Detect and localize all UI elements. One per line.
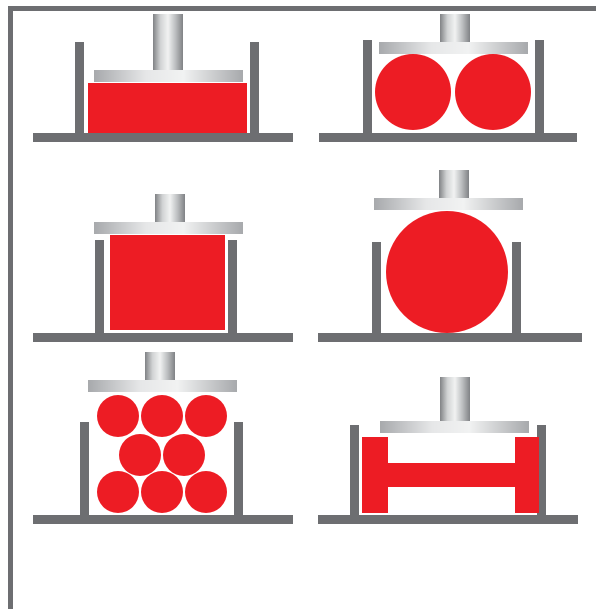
base-plate [318,333,582,342]
left-wall [75,42,84,135]
base-plate [33,333,293,342]
base-plate [33,133,293,142]
right-wall [537,425,546,517]
panel-cube-billet [33,194,293,342]
right-wall [250,42,259,135]
base-plate [33,515,293,524]
material-billet [88,83,247,133]
press-plate [374,198,523,210]
press-rod [153,14,183,71]
material-h-beam [362,437,539,513]
material-cylinder [185,471,227,513]
press-plate [88,380,237,392]
press-rod [145,352,175,382]
right-wall [234,422,243,517]
material-cylinder [185,395,227,437]
base-plate [318,515,578,524]
left-wall [95,240,104,335]
press-rod [440,14,470,44]
material-cylinder [97,395,139,437]
material-cylinder-left [375,54,451,130]
material-cylinder [386,211,508,333]
outer-frame-left [8,6,13,609]
press-rod [440,377,470,423]
panel-two-cylinders [319,14,577,142]
left-wall [372,242,381,335]
base-plate [319,133,577,142]
press-plate [94,222,243,234]
material-cylinder [141,395,183,437]
press-rod [155,194,185,224]
outer-frame-top [8,6,596,11]
left-wall [363,40,372,135]
right-wall [512,242,521,335]
press-plate [379,42,528,54]
material-cylinder [119,434,161,476]
right-wall [228,240,237,335]
left-wall [80,422,89,517]
panel-h-profile [318,377,578,524]
panel-cylinder-bundle [33,352,293,524]
right-wall [535,40,544,135]
material-cylinder [141,471,183,513]
material-cylinder [97,471,139,513]
material-cylinder-right [455,54,531,130]
panel-flat-billet [33,14,293,142]
press-plate [380,421,529,433]
left-wall [350,425,359,517]
press-rod [439,170,469,200]
material-billet [110,235,225,330]
material-cylinder [163,434,205,476]
press-plate [94,70,243,82]
panel-single-cylinder [318,170,582,342]
